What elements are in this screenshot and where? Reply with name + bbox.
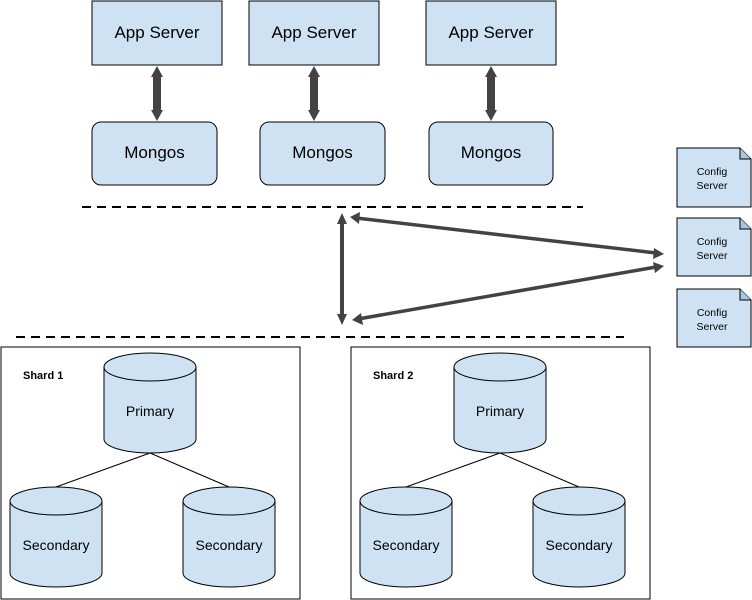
- app-server-box-1: [91, 0, 223, 66]
- mongos-box-2: [259, 121, 386, 186]
- mongos-label-1: Mongos: [124, 143, 185, 163]
- shard-1-link-right: [149, 452, 230, 488]
- mongos-label-3: Mongos: [460, 143, 522, 163]
- shard-2-link-left: [405, 452, 501, 488]
- config-server-line2: Server: [696, 180, 728, 192]
- shard-2-secondary-label-1: Secondary: [372, 537, 440, 554]
- config-arrow-upper: [350, 212, 664, 259]
- shard-1-title: Shard 1: [23, 369, 64, 382]
- config-server-box-3: [676, 288, 752, 348]
- config-server-fold-1: [739, 148, 751, 160]
- shard-1-secondary-cylinder-2: [182, 486, 276, 588]
- shard-2-secondary-label-2: Secondary: [545, 537, 613, 554]
- shard-2-secondary-cylinder-1: [359, 486, 453, 588]
- config-server-label-1: Config Server: [677, 160, 747, 200]
- app-mongos-arrow-3: [485, 66, 497, 121]
- config-server-line1: Config: [696, 236, 728, 249]
- config-server-box-2: [676, 217, 752, 277]
- config-server-line1: Config: [696, 166, 728, 179]
- shard-1-secondary-cylinder-1: [9, 486, 103, 588]
- app-server-box-2: [248, 0, 380, 66]
- config-server-line2: Server: [696, 250, 728, 262]
- config-server-line1: Config: [696, 307, 728, 320]
- mongos-box-1: [91, 121, 218, 186]
- app-server-label-3: App Server: [448, 22, 534, 42]
- shard-2-title: Shard 2: [373, 369, 414, 382]
- shard-2-primary-label: Primary: [475, 403, 525, 420]
- shard-2-link-right: [499, 452, 580, 488]
- shard-2-primary-cylinder: [453, 352, 547, 454]
- mongos-label-2: Mongos: [292, 143, 353, 163]
- shard-1-link-left: [55, 452, 151, 488]
- shard-2-secondary-cylinder-2: [532, 486, 626, 588]
- shard-1-primary-label: Primary: [125, 403, 175, 420]
- config-server-label-2: Config Server: [677, 230, 747, 270]
- app-server-label-2: App Server: [271, 22, 357, 42]
- app-server-label-1: App Server: [114, 22, 200, 42]
- shard-1-secondary-label-2: Secondary: [195, 537, 263, 554]
- config-server-box-1: [676, 147, 752, 208]
- config-server-fold-3: [739, 289, 751, 301]
- app-server-box-3: [425, 0, 557, 66]
- shard-1-secondary-label-1: Secondary: [22, 537, 90, 554]
- config-server-label-3: Config Server: [677, 301, 747, 341]
- config-arrow-lower: [352, 262, 664, 325]
- shard-1-primary-cylinder: [103, 352, 197, 454]
- config-server-fold-2: [739, 218, 751, 230]
- routing-vertical-arrow: [337, 213, 347, 325]
- config-server-line2: Server: [696, 321, 728, 333]
- mongos-box-3: [428, 121, 554, 186]
- app-mongos-arrow-2: [308, 66, 320, 121]
- app-mongos-arrow-1: [151, 66, 163, 121]
